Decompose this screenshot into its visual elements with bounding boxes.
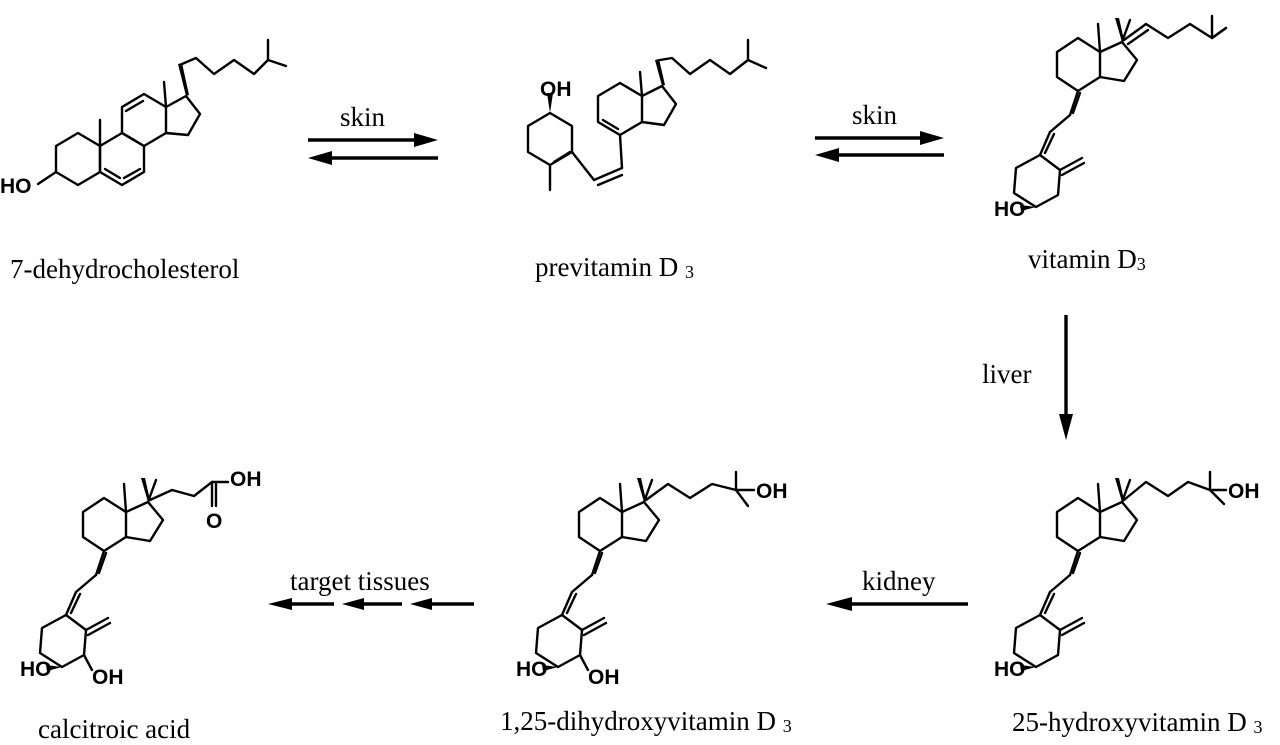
atom-label-ring-ho: HO <box>20 658 52 681</box>
compound-name-previtamin-d3: previtamin D 3 <box>535 252 694 282</box>
atom-label-ring-oh: OH <box>588 666 620 689</box>
atom-label-ring-ho: HO <box>516 658 548 681</box>
compound-calcitroic-acid: OH O HO OH calcitroic acid <box>20 468 262 744</box>
atom-label-ring-oh: OH <box>92 666 124 689</box>
structure-calcitroic-acid: OH O HO OH <box>20 468 262 689</box>
compound-1-25-dihydroxyvitamin-d3: OH HO OH 1,25-dihydroxyvitamin D 3 <box>500 470 792 736</box>
compound-name-vitamin-d3: vitamin D3 <box>1028 244 1146 274</box>
compound-name-25-hydroxyvitamin-d3: 25-hydroxyvitamin D 3 <box>1012 707 1262 737</box>
structure-vitamin-d3: HO <box>994 14 1228 221</box>
atom-label-oh: OH <box>540 78 572 101</box>
compound-name-7-dehydrocholesterol: 7-dehydrocholesterol <box>10 254 239 284</box>
compound-name-1-25-dihydroxyvitamin-d3: 1,25-dihydroxyvitamin D 3 <box>500 706 792 736</box>
step-label-skin-1: skin <box>340 102 386 132</box>
structure-1-25-dihydroxyvitamin-d3: OH HO OH <box>516 470 788 689</box>
structure-25-hydroxyvitamin-d3: OH HO <box>994 470 1260 681</box>
arrow-liver: liver <box>982 315 1073 440</box>
atom-label-acid-oh: OH <box>230 468 262 491</box>
step-label-skin-2: skin <box>852 100 898 130</box>
arrow-kidney: kidney <box>826 566 968 611</box>
compound-25-hydroxyvitamin-d3: OH HO 25-hydroxyvitamin D 3 <box>994 470 1262 737</box>
step-label-target-tissues: target tissues <box>290 566 430 596</box>
compound-vitamin-d3: HO vitamin D3 <box>994 14 1228 274</box>
step-label-liver: liver <box>982 359 1031 389</box>
atom-label-ho: HO <box>0 175 32 198</box>
equilibrium-arrow-skin-2: skin <box>815 100 944 162</box>
atom-label-ho: HO <box>994 198 1026 221</box>
structure-previtamin-d3: OH <box>526 38 768 192</box>
equilibrium-arrow-skin-1: skin <box>308 102 438 165</box>
arrow-target-tissues: target tissues <box>268 566 474 610</box>
atom-label-acid-o: O <box>206 510 222 533</box>
compound-name-calcitroic-acid: calcitroic acid <box>38 714 191 744</box>
atom-label-chain-oh: OH <box>1228 480 1260 503</box>
structure-7-dehydrocholesterol: HO <box>0 38 288 198</box>
compound-previtamin-d3: OH previtamin D 3 <box>526 38 768 282</box>
atom-label-ring-ho: HO <box>994 658 1026 681</box>
step-label-kidney: kidney <box>862 566 936 596</box>
atom-label-chain-oh: OH <box>756 480 788 503</box>
compound-7-dehydrocholesterol: HO 7-dehydrocholesterol <box>0 38 288 284</box>
